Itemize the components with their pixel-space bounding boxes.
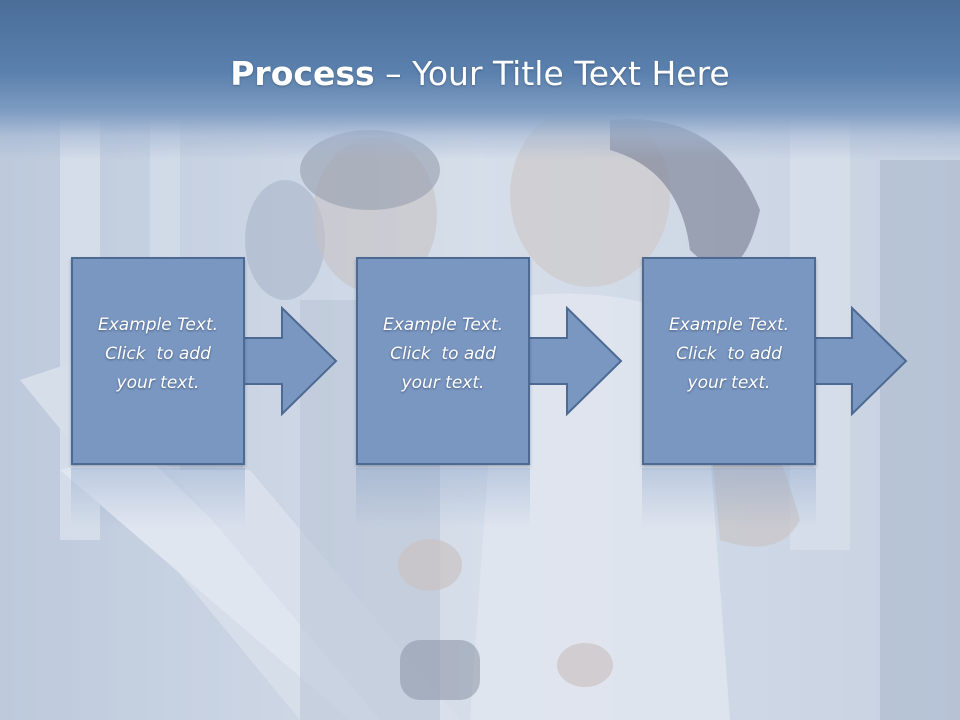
step-reflection-2 <box>356 468 530 528</box>
title-rest: – Your Title Text Here <box>374 54 730 93</box>
arrow-2[interactable] <box>515 306 625 416</box>
step-2-line-3: your text. <box>401 373 485 393</box>
step-text-2: Example Text. Click to add your text. <box>364 311 522 398</box>
slide-title[interactable]: Process – Your Title Text Here <box>0 52 960 96</box>
step-2-line-2: Click to add <box>390 344 496 364</box>
step-box-3[interactable]: Example Text. Click to add your text. <box>642 257 816 465</box>
step-3-line-3: your text. <box>687 373 771 393</box>
step-3-line-2: Click to add <box>676 344 782 364</box>
title-band <box>0 0 960 160</box>
step-1-line-2: Click to add <box>105 344 211 364</box>
title-bold: Process <box>230 54 375 93</box>
step-text-1: Example Text. Click to add your text. <box>79 311 237 398</box>
step-text-3: Example Text. Click to add your text. <box>650 311 808 398</box>
step-1-line-1: Example Text. <box>97 315 219 335</box>
step-box-2[interactable]: Example Text. Click to add your text. <box>356 257 530 465</box>
step-reflection-3 <box>642 468 816 528</box>
step-box-1[interactable]: Example Text. Click to add your text. <box>71 257 245 465</box>
arrow-1[interactable] <box>230 306 340 416</box>
step-2-line-1: Example Text. <box>382 315 504 335</box>
arrow-3[interactable] <box>800 306 910 416</box>
step-reflection-1 <box>71 468 245 528</box>
step-3-line-1: Example Text. <box>668 315 790 335</box>
step-1-line-3: your text. <box>116 373 200 393</box>
